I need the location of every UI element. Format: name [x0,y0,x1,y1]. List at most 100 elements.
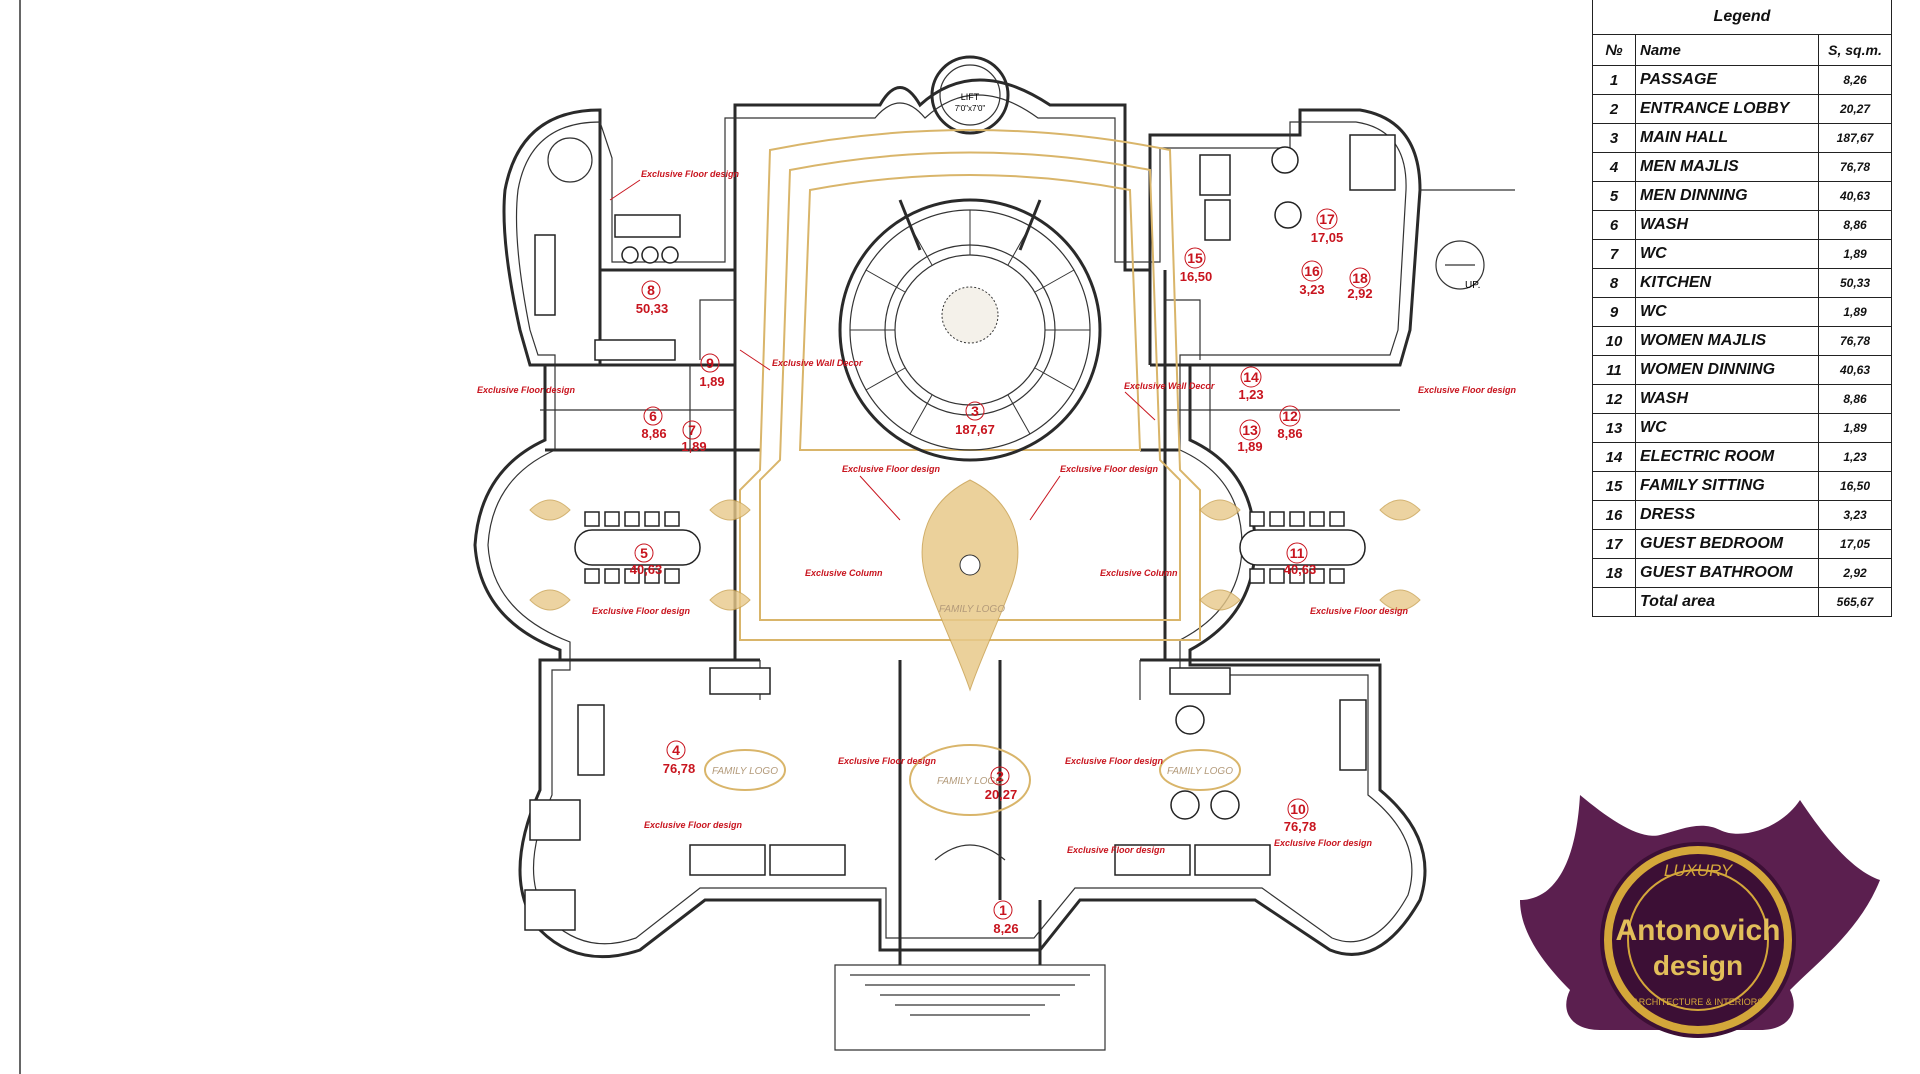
hall-floor-ornament: FAMILY LOGO [921,479,1019,692]
note-men-majlis-corner: Exclusive Floor design [644,820,743,830]
svg-text:2: 2 [996,768,1004,784]
legend-total-area: 565,67 [1818,587,1892,617]
room-label-5: 540,63 [630,543,662,577]
women-majlis-family-logo: FAMILY LOGO [1167,766,1233,777]
svg-text:12: 12 [1282,408,1298,424]
logo-name-line1: Antonovich [1616,914,1781,947]
note-column-right: Exclusive Column [1100,568,1178,578]
room-label-6: 68,86 [641,406,667,441]
guest-wing-layout [1199,134,1515,290]
svg-text:6: 6 [649,408,657,424]
svg-text:5: 5 [640,545,648,561]
room-label-14: 141,23 [1238,366,1264,402]
outer-walls [473,78,1427,959]
svg-text:50,33: 50,33 [636,301,669,316]
men-majlis-furniture: FAMILY LOGO [524,667,846,931]
room-label-7: 71,89 [681,420,707,454]
svg-text:16,50: 16,50 [1180,269,1213,284]
women-majlis-furniture: FAMILY LOGO [1114,667,1367,876]
svg-text:17: 17 [1319,211,1335,227]
legend-header-no: № [1592,34,1636,66]
lift: LIFT 7'0"x7'0" [930,55,1010,135]
note-wall-decor-right: Exclusive Wall Decor [1124,381,1215,391]
note-wash-floor-right: Exclusive Floor design [1418,385,1517,395]
note-men-majlis-floor: Exclusive Floor design [838,756,937,766]
svg-text:8,86: 8,86 [1277,426,1302,441]
room-label-17: 17 17,05 [1311,208,1344,245]
hall-family-logo: FAMILY LOGO [939,604,1005,615]
svg-text:8,86: 8,86 [641,426,666,441]
room-label-18: 182,92 [1347,267,1373,301]
note-hall-floor-right: Exclusive Floor design [1060,464,1159,474]
legend-header-row: № Name S, sq.m. [1592,34,1892,66]
svg-text:15: 15 [1187,250,1203,266]
room-label-4: 476,78 [663,740,696,776]
room-label-9: 91,89 [699,353,725,389]
svg-text:3,23: 3,23 [1299,282,1324,297]
svg-text:76,78: 76,78 [663,761,696,776]
svg-text:2,92: 2,92 [1347,286,1372,301]
note-women-dining-floor: Exclusive Floor design [1310,606,1409,616]
note-women-majlis-floor: Exclusive Floor design [1065,756,1164,766]
note-men-dining-floor: Exclusive Floor design [592,606,691,616]
room-label-12: 128,86 [1277,405,1303,441]
lobby-family-logo: FAMILY LOGO [937,776,1003,787]
svg-text:40,63: 40,63 [1284,562,1317,577]
men-majlis-family-logo: FAMILY LOGO [712,766,778,777]
svg-text:20,27: 20,27 [985,787,1018,802]
lift-label: LIFT [961,92,980,102]
room-label-15: 15 16,50 [1180,247,1213,284]
entrance-lobby-decor: FAMILY LOGO [909,744,1031,861]
design-annotations: Exclusive Floor design Exclusive Floor d… [477,169,1517,855]
svg-text:4: 4 [672,742,680,758]
svg-text:13: 13 [1242,422,1258,438]
interior-walls [540,265,1400,900]
legend-header-name: Name [1635,34,1819,66]
svg-text:3: 3 [971,403,979,419]
svg-text:1,23: 1,23 [1238,387,1263,402]
antonovich-logo: LUXURY Antonovich design ARCHITECTURE & … [1520,795,1880,1038]
room-label-8: 850,33 [636,280,669,316]
kitchen-layout [534,137,681,361]
women-dining-table [1199,499,1421,611]
logo-tagline: ARCHITECTURE & INTERIORS [1633,997,1764,1007]
legend-title: Legend [1592,0,1892,35]
room-label-1: 18,26 [993,900,1019,936]
logo-name-line2: design [1653,950,1743,981]
stair-up-label: UP. [1465,280,1480,291]
note-column-left: Exclusive Column [805,568,883,578]
svg-text:11: 11 [1290,545,1305,561]
svg-text:17,05: 17,05 [1311,230,1344,245]
note-hall-floor-left: Exclusive Floor design [842,464,941,474]
logo-top-text: LUXURY [1664,861,1734,880]
svg-text:1: 1 [999,902,1007,918]
svg-text:76,78: 76,78 [1284,819,1317,834]
svg-text:8: 8 [647,282,655,298]
note-women-majlis-corner: Exclusive Floor design [1274,838,1373,848]
svg-text:1,89: 1,89 [699,374,724,389]
